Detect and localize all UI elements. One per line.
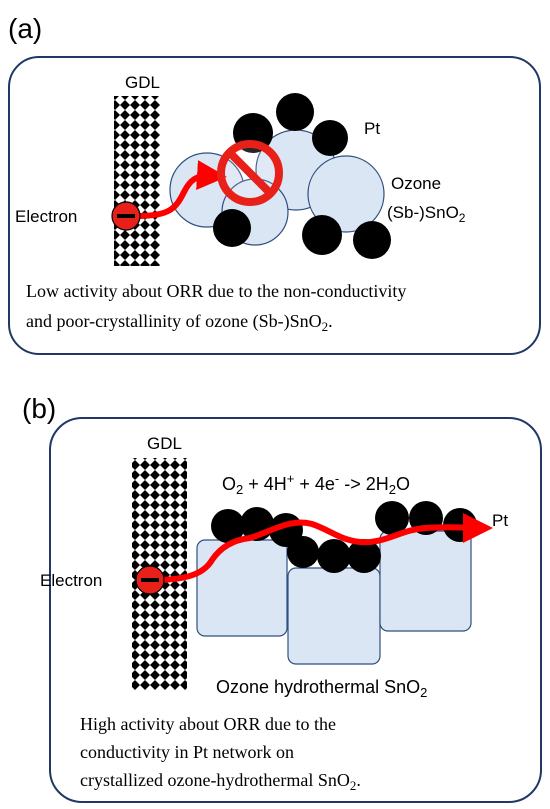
pt-particle [317, 539, 351, 573]
panel-a-caption-line1: Low activity about ORR due to the non-co… [26, 281, 406, 301]
panel-b-reaction-equation: O2 + 4H+ + 4e- -> 2H2O [222, 471, 410, 497]
pt-particle [302, 215, 342, 255]
sno2-crystal [287, 567, 381, 665]
panel-a-electron-path-arrow [135, 160, 227, 219]
panel-a-caption-line2: and poor-crystallinity of ozone (Sb-)SnO… [26, 311, 333, 334]
pt-particle [347, 539, 381, 573]
panel-b: (b) GDL O2 + 4H+ + 4e- -> 2H2O Pt [22, 393, 542, 803]
panel-a-gdl-label: GDL [125, 73, 160, 92]
panel-b-gdl-label: GDL [147, 434, 182, 453]
panel-a-pt-label: Pt [364, 119, 380, 138]
panel-a-ozone-label: Ozone [391, 174, 441, 193]
sno2-crystal [379, 530, 472, 632]
sno2-particle [307, 155, 385, 233]
pt-particle [213, 209, 251, 247]
panel-a-gdl-layer [114, 96, 160, 266]
pt-particle [312, 120, 348, 156]
pt-particle [375, 501, 409, 535]
panel-a-sno2-label: (Sb-)SnO2 [387, 203, 466, 225]
panel-b-caption-line2: conductivity in Pt network on [80, 742, 294, 762]
panel-b-sno2-crystals [196, 530, 472, 665]
prohibition-icon [217, 140, 283, 206]
panel-b-caption-line3: crystallized ozone-hydrothermal SnO2. [80, 770, 361, 793]
panel-a-electron-icon [111, 201, 141, 231]
panel-b-caption-line1: High activity about ORR due to the [80, 714, 336, 734]
panel-b-label: (b) [22, 393, 56, 424]
pt-particle [287, 536, 319, 568]
sno2-crystal [196, 539, 288, 637]
panel-a-electron-label: Electron [15, 207, 77, 226]
panel-b-electron-label: Electron [40, 571, 102, 590]
panel-b-support-label: Ozone hydrothermal SnO2 [216, 677, 427, 700]
panel-a: (a) GDL Pt Ozone (Sb-)SnO2 [8, 13, 541, 355]
panel-b-electron-path-arrow [152, 512, 493, 583]
panel-b-electron-icon [135, 565, 165, 595]
pt-particle [276, 93, 314, 131]
pt-particle [353, 221, 391, 259]
panel-b-pt-label: Pt [492, 511, 508, 530]
pt-particle [211, 509, 245, 543]
panel-a-label: (a) [8, 13, 42, 44]
